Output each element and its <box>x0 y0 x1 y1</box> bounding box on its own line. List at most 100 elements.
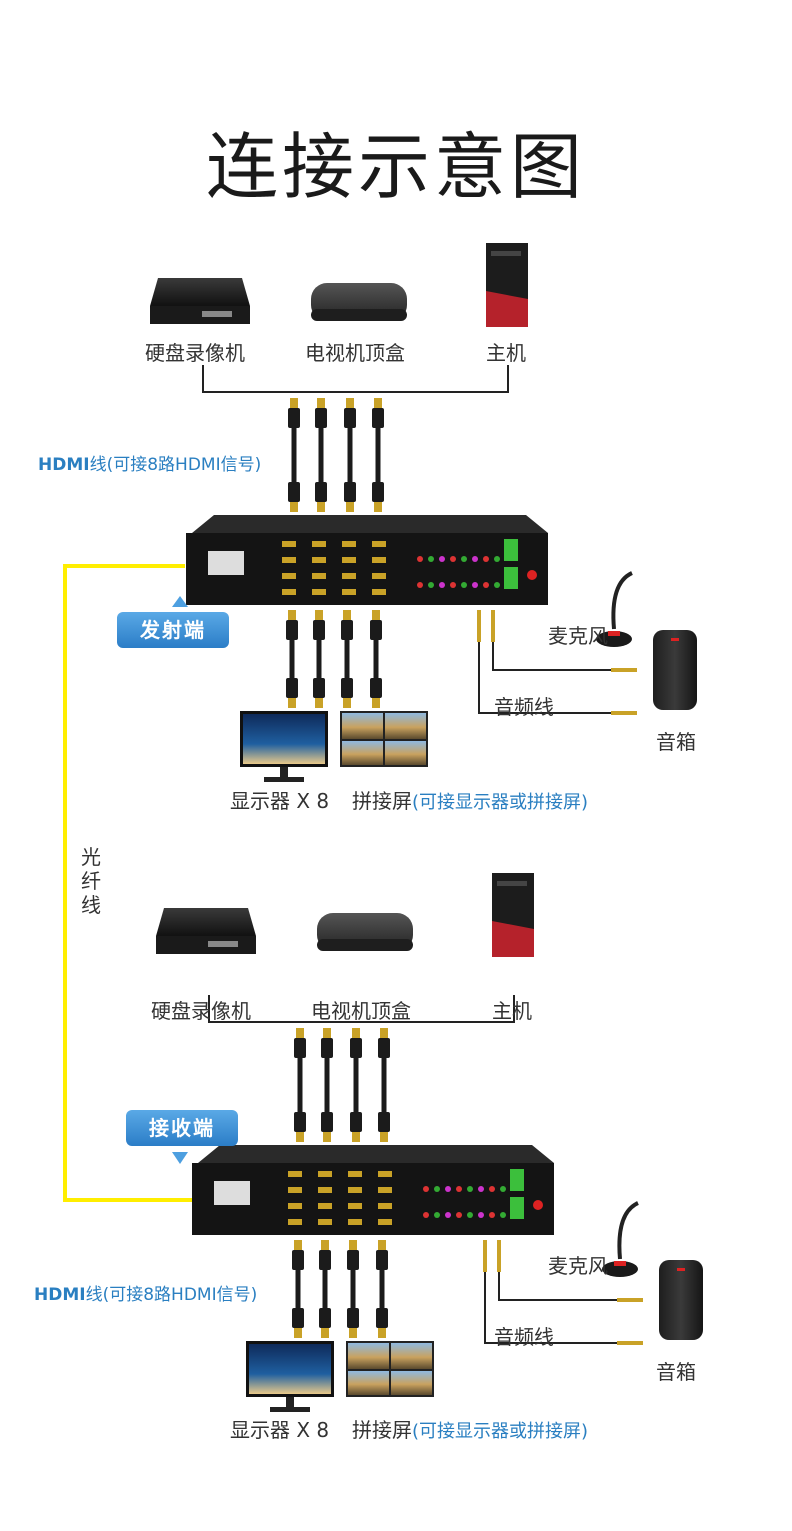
speaker-icon <box>653 630 697 710</box>
splice-screen-label: 拼接屏(可接显示器或拼接屏) <box>352 1418 589 1442</box>
fiber-extender-chassis <box>186 515 548 605</box>
hdmi-port <box>288 1187 302 1193</box>
monitor-neck <box>280 767 288 779</box>
audio-jack <box>472 556 478 562</box>
audio-jack <box>450 556 456 562</box>
audio-jack <box>456 1186 462 1192</box>
microphone-icon <box>602 1201 639 1277</box>
hdmi-port <box>312 573 326 579</box>
hdmi-connector-body <box>372 408 384 428</box>
fiber-cable <box>63 564 192 1202</box>
hdmi-cable-label: HDMI线(可接8路HDMI信号) <box>34 1285 258 1305</box>
audio-jack <box>472 582 478 588</box>
hdmi-cable <box>372 398 384 512</box>
hdmi-connector-tip <box>346 398 354 408</box>
audio-plug <box>617 1341 643 1345</box>
hdmi-connector-body <box>313 620 325 640</box>
audio-jack <box>489 1212 495 1218</box>
fiber-extender-chassis <box>192 1145 554 1235</box>
audio-jack <box>500 1212 506 1218</box>
audio-jack <box>417 556 423 562</box>
hdmi-port <box>288 1203 302 1209</box>
device-label-settop-box: 电视机顶盒 <box>311 999 411 1023</box>
hdmi-connector-tip <box>343 698 351 708</box>
device-label-pc-host: 主机 <box>486 341 526 365</box>
power-socket <box>208 551 244 575</box>
hdmi-connector-tip <box>321 1328 329 1338</box>
speaker-logo <box>677 1268 685 1271</box>
audio-jack <box>439 556 445 562</box>
terminal-block <box>504 567 518 589</box>
hdmi-cable <box>313 610 325 708</box>
pc-tower-drive <box>491 251 521 256</box>
hdmi-port <box>282 573 296 579</box>
hdmi-connector-body <box>319 1250 331 1270</box>
transmitter-badge: 发射端 <box>117 612 229 648</box>
hdmi-connector-body <box>350 1038 362 1058</box>
pc-tower-icon <box>492 873 534 957</box>
hdmi-connector-body <box>286 620 298 640</box>
hdmi-connector-body <box>288 408 300 428</box>
settop-box-icon <box>317 913 413 951</box>
hdmi-cable <box>378 1028 390 1142</box>
audio-wire <box>498 1272 617 1301</box>
splice-screen-label: 拼接屏(可接显示器或拼接屏) <box>352 789 589 813</box>
hdmi-connector-body <box>315 482 327 502</box>
splice-panel <box>391 1371 432 1395</box>
speaker-icon <box>659 1260 703 1340</box>
hdmi-connector-tip <box>290 502 298 512</box>
audio-plug <box>497 1240 501 1272</box>
hdmi-connector-body <box>313 678 325 698</box>
pc-tower-drive <box>497 881 527 886</box>
mic-label: 麦克风 <box>548 624 608 648</box>
hdmi-connector-tip <box>349 1328 357 1338</box>
splice-panel <box>342 741 383 765</box>
hdmi-cable-label: HDMI线(可接8路HDMI信号) <box>38 455 262 475</box>
fiber-port <box>527 570 537 580</box>
hdmi-connector-tip <box>380 1028 388 1038</box>
hdmi-port <box>312 589 326 595</box>
mic-base <box>596 631 632 647</box>
audio-jack <box>423 1186 429 1192</box>
splice-panel <box>385 713 426 739</box>
audio-jack <box>439 582 445 588</box>
hdmi-connector-body <box>319 1308 331 1328</box>
hdmi-cable <box>315 398 327 512</box>
fiber-label: 光纤线 <box>81 845 101 917</box>
audio-jack <box>428 582 434 588</box>
pc-tower-red-panel <box>492 921 534 957</box>
hdmi-port <box>372 573 386 579</box>
hdmi-connector-tip <box>323 1028 331 1038</box>
page-title: 连接示意图 <box>205 125 586 209</box>
monitor-base <box>270 1407 310 1412</box>
hdmi-cable <box>319 1240 331 1338</box>
mic-gooseneck <box>611 571 633 630</box>
hdmi-cable <box>321 1028 333 1142</box>
hdmi-connector-body <box>321 1038 333 1058</box>
hdmi-port <box>282 541 296 547</box>
audio-jack <box>428 556 434 562</box>
connection-bracket <box>202 365 509 393</box>
terminal-block <box>510 1169 524 1191</box>
hdmi-connector-tip <box>317 502 325 512</box>
hdmi-cable <box>294 1028 306 1142</box>
hdmi-connector-body <box>370 678 382 698</box>
hdmi-connector-body <box>350 1112 362 1132</box>
microphone-icon <box>596 571 633 647</box>
audio-jack <box>467 1212 473 1218</box>
hdmi-cable <box>347 1240 359 1338</box>
splice-panel <box>342 713 383 739</box>
hdmi-connector-body <box>347 1250 359 1270</box>
audio-jack <box>500 1186 506 1192</box>
nvr-front <box>156 936 256 954</box>
audio-plug <box>617 1298 643 1302</box>
device-label-pc-host: 主机 <box>492 999 532 1023</box>
fiber-port <box>533 1200 543 1210</box>
device-label-nvr: 硬盘录像机 <box>145 341 245 365</box>
hdmi-connector-tip <box>378 1328 386 1338</box>
audio-cable-label: 音频线 <box>494 695 554 719</box>
settop-box-base <box>311 309 407 321</box>
hdmi-port <box>318 1219 332 1225</box>
monitor-screen <box>249 1344 331 1394</box>
